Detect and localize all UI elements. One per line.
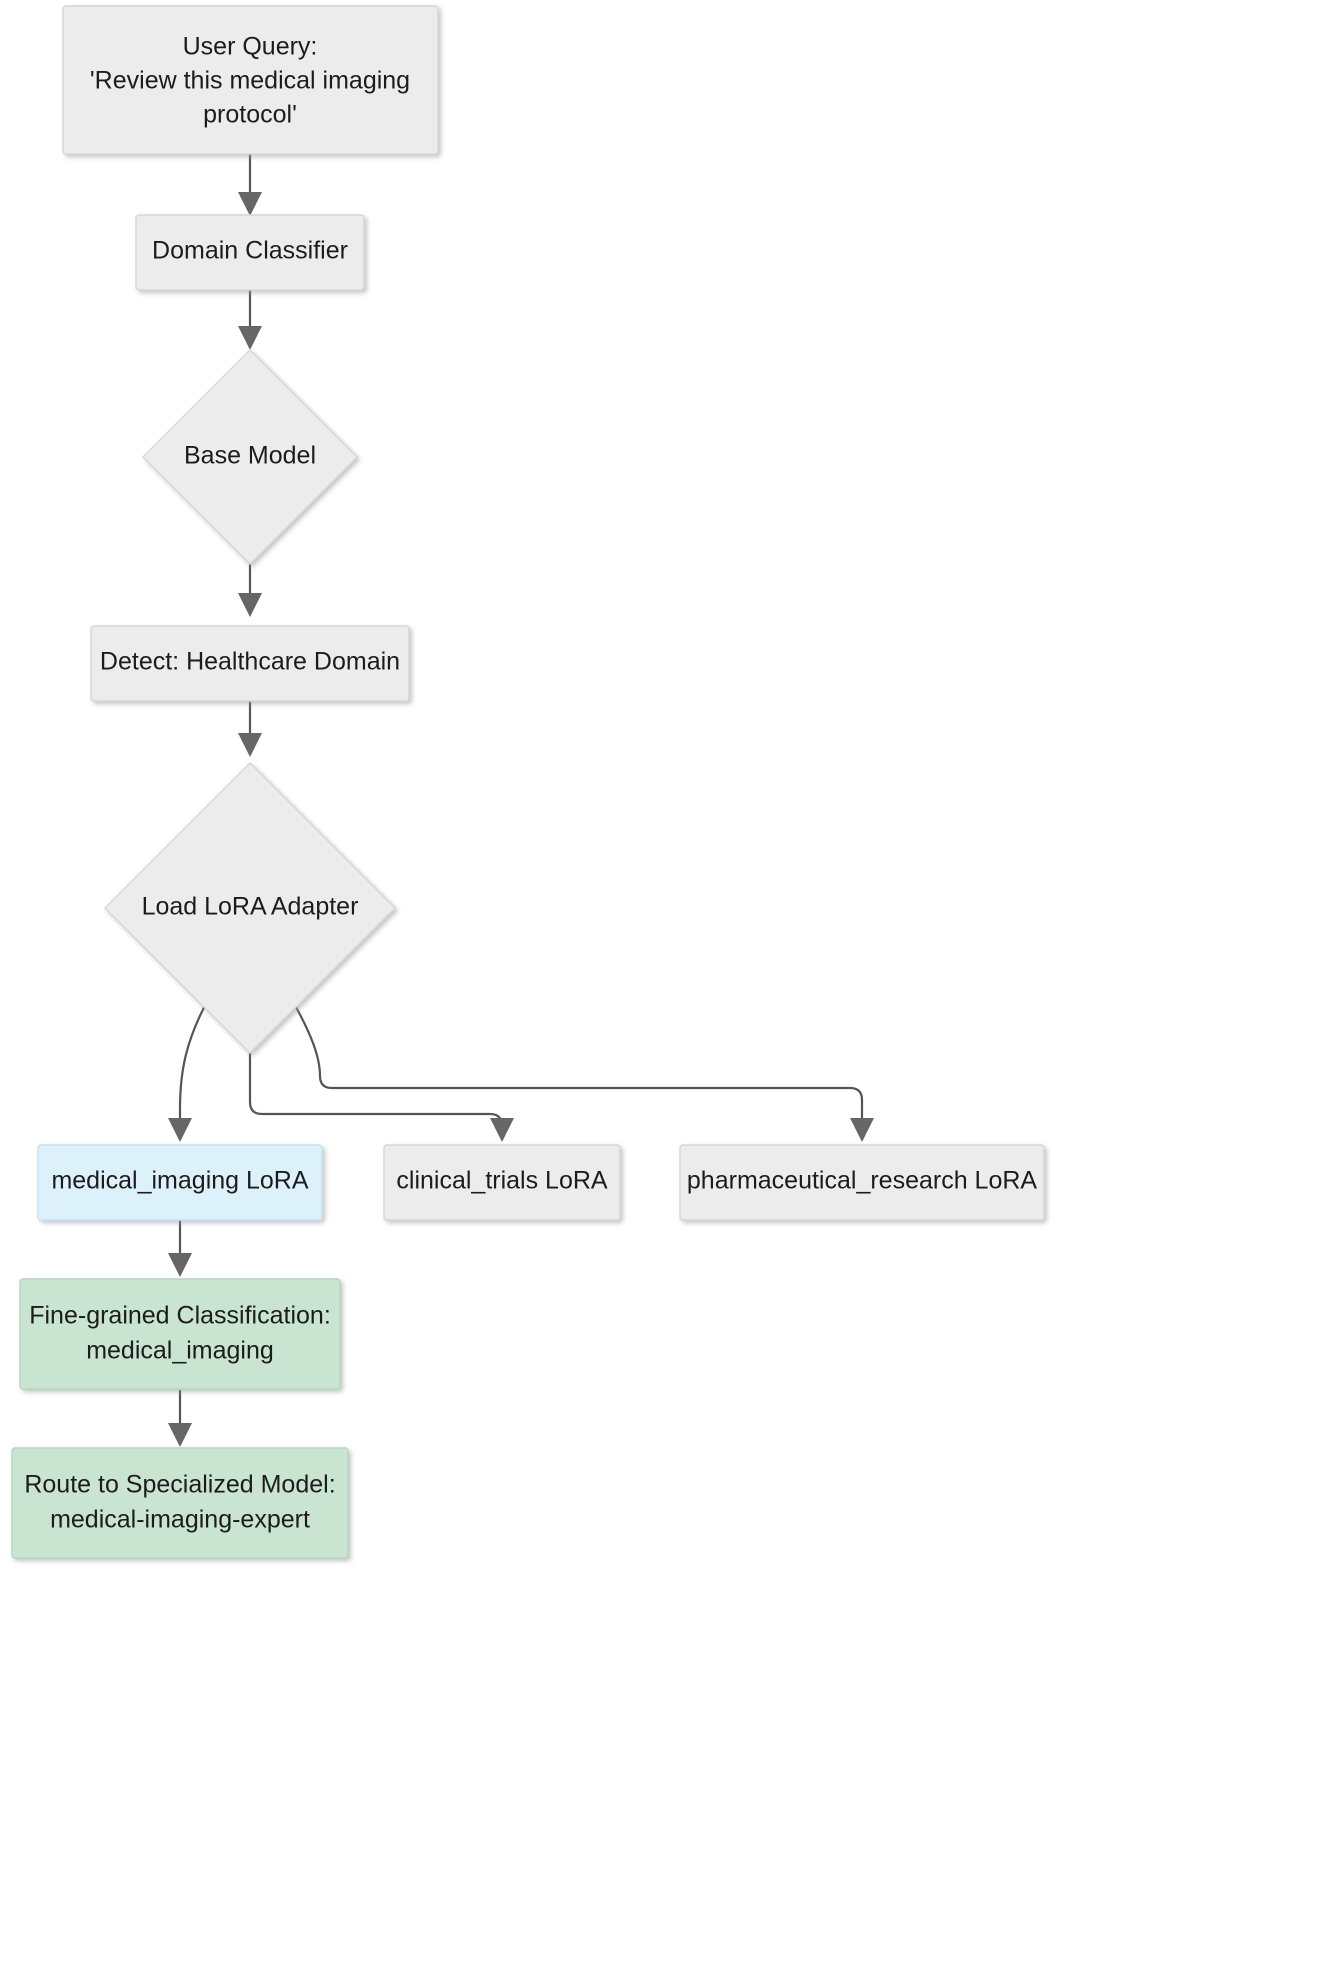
node-layer: User Query: 'Review this medical imaging… bbox=[11, 5, 1045, 1559]
node-medical-imaging-lora[interactable]: medical_imaging LoRA bbox=[37, 1144, 323, 1221]
node-user-query[interactable]: User Query: 'Review this medical imaging… bbox=[62, 5, 439, 155]
node-user-query-line-2: 'Review this medical imaging bbox=[90, 67, 410, 95]
node-fine-grained-line-1: Fine-grained Classification: bbox=[29, 1302, 331, 1330]
node-load-lora-adapter-label: Load LoRA Adapter bbox=[142, 893, 359, 921]
node-route-specialized-line-2: medical-imaging-expert bbox=[50, 1506, 310, 1534]
node-base-model-label: Base Model bbox=[184, 442, 316, 470]
node-clinical-trials-lora[interactable]: clinical_trials LoRA bbox=[383, 1144, 621, 1221]
edge-user-query-to-domain-classifier bbox=[238, 154, 262, 216]
node-detect-healthcare-label: Detect: Healthcare Domain bbox=[100, 648, 400, 676]
node-load-lora-adapter[interactable]: Load LoRA Adapter bbox=[104, 762, 396, 1054]
node-domain-classifier[interactable]: Domain Classifier bbox=[135, 214, 365, 291]
node-user-query-line-3: protocol' bbox=[203, 101, 297, 129]
edge-fine-grained-to-route-specialized bbox=[168, 1390, 192, 1447]
node-pharmaceutical-research-lora-label: pharmaceutical_research LoRA bbox=[687, 1167, 1038, 1195]
edge-load-lora-to-pharmaceutical-research bbox=[291, 999, 874, 1142]
node-fine-grained-line-2: medical_imaging bbox=[86, 1337, 274, 1365]
node-medical-imaging-lora-label: medical_imaging LoRA bbox=[51, 1167, 308, 1195]
edge-layer bbox=[168, 154, 874, 1447]
node-clinical-trials-lora-label: clinical_trials LoRA bbox=[396, 1167, 608, 1195]
edge-medical-imaging-to-fine-grained bbox=[168, 1220, 192, 1277]
edge-load-lora-to-clinical-trials bbox=[248, 1053, 514, 1142]
node-base-model[interactable]: Base Model bbox=[142, 349, 358, 565]
edge-load-lora-to-medical-imaging bbox=[168, 999, 209, 1142]
edge-base-model-to-detect-healthcare bbox=[238, 564, 262, 617]
node-user-query-line-1: User Query: bbox=[183, 33, 318, 61]
node-route-specialized-line-1: Route to Specialized Model: bbox=[24, 1471, 335, 1499]
edge-domain-classifier-to-base-model bbox=[238, 290, 262, 350]
node-pharmaceutical-research-lora[interactable]: pharmaceutical_research LoRA bbox=[679, 1144, 1045, 1221]
node-fine-grained-classification[interactable]: Fine-grained Classification: medical_ima… bbox=[19, 1278, 341, 1390]
edge-detect-healthcare-to-load-lora-adapter bbox=[238, 701, 262, 757]
node-detect-healthcare-domain[interactable]: Detect: Healthcare Domain bbox=[90, 625, 410, 702]
node-domain-classifier-label: Domain Classifier bbox=[152, 237, 348, 265]
node-route-specialized-model[interactable]: Route to Specialized Model: medical-imag… bbox=[11, 1447, 349, 1559]
